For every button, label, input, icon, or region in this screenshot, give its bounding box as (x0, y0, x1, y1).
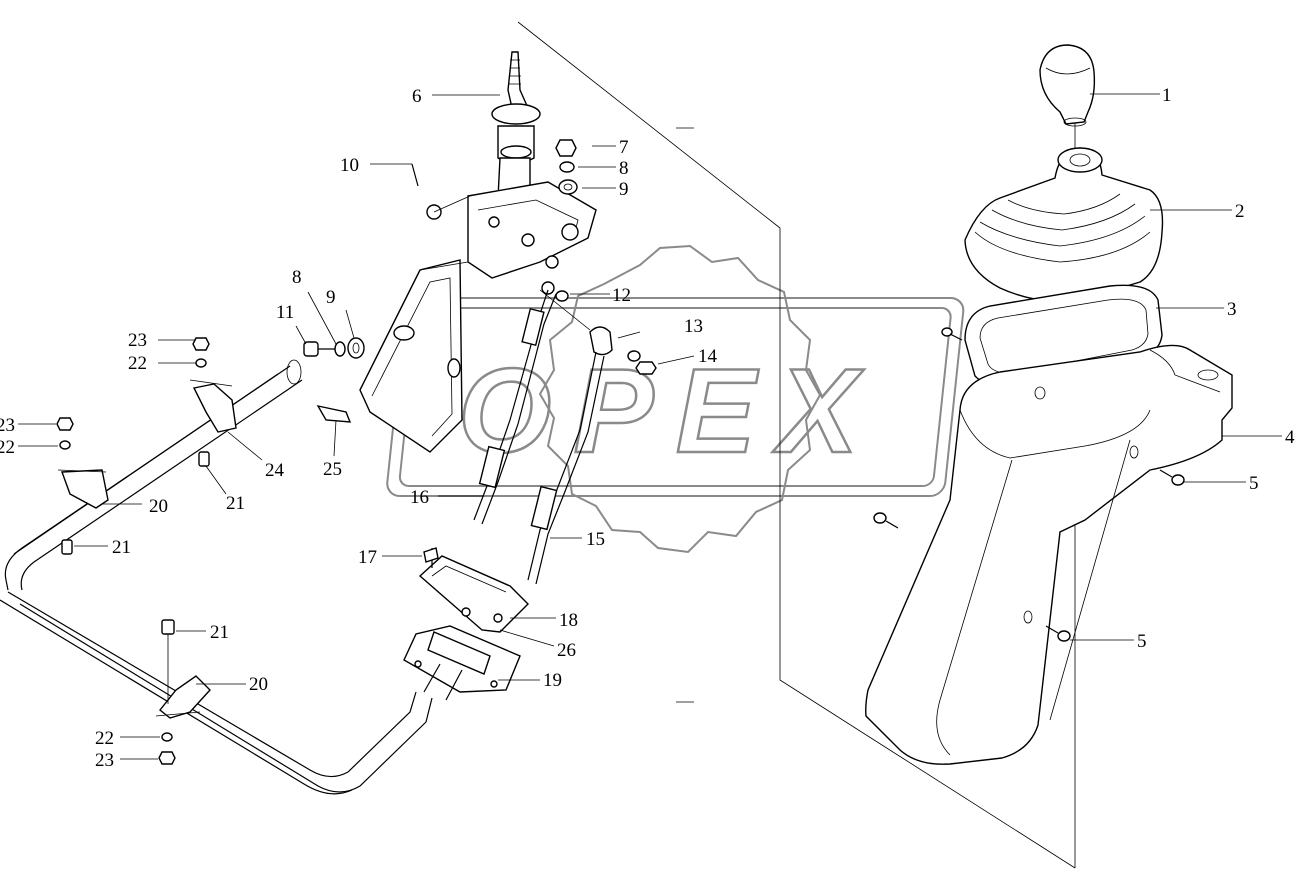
callout-6: 6 (412, 86, 422, 107)
callout-23-left: 23 (0, 415, 15, 436)
callout-16: 16 (410, 487, 429, 508)
callout-9-right: 9 (619, 179, 629, 200)
shift-boot (964, 147, 1164, 303)
callout-21-b: 21 (112, 537, 131, 558)
callout-26: 26 (557, 640, 576, 661)
shift-cables (473, 289, 613, 585)
callout-14: 14 (698, 346, 718, 367)
callout-7: 7 (619, 137, 629, 158)
callout-9-left: 9 (326, 287, 336, 308)
clamp-fasteners (56, 337, 210, 765)
callout-15: 15 (586, 529, 605, 550)
callout-22-left: 22 (0, 437, 15, 458)
left-fasteners (303, 337, 365, 359)
callout-5-lower: 5 (1137, 631, 1147, 652)
guide-tubes (0, 359, 463, 795)
callout-13: 13 (684, 316, 703, 337)
callout-18: 18 (559, 610, 578, 631)
callout-25: 25 (323, 459, 342, 480)
callout-10: 10 (340, 155, 359, 176)
callout-5-upper: 5 (1249, 473, 1259, 494)
callout-22-bottom: 22 (95, 728, 114, 749)
right-fasteners (541, 139, 657, 375)
lever-bracket (411, 163, 597, 279)
mounting-plates (403, 547, 529, 693)
callout-21-a: 21 (226, 493, 245, 514)
watermark-text: OPEX (458, 344, 865, 478)
callout-22-top: 22 (128, 353, 147, 374)
callout-23-bottom: 23 (95, 750, 114, 771)
callout-12: 12 (612, 285, 631, 306)
callout-1: 1 (1162, 85, 1172, 106)
callout-labels: 1 2 3 4 5 5 6 7 8 9 10 12 13 14 8 9 11 2… (0, 85, 1295, 771)
gear-lever (491, 51, 541, 199)
console-screws (873, 327, 1185, 642)
callout-2: 2 (1235, 201, 1245, 222)
callout-24: 24 (265, 460, 285, 481)
callout-20-upper: 20 (149, 496, 168, 517)
callout-3: 3 (1227, 299, 1237, 320)
shift-console (865, 344, 1233, 765)
opex-watermark-logo: OPEX (386, 244, 965, 554)
callout-20-lower: 20 (249, 674, 268, 695)
callout-8-right: 8 (619, 158, 629, 179)
callout-11: 11 (276, 302, 294, 323)
shift-knob (1039, 44, 1096, 127)
callout-21-c: 21 (210, 622, 229, 643)
callout-23-top: 23 (128, 330, 147, 351)
callout-8-left: 8 (292, 267, 302, 288)
tube-clamps (57, 379, 237, 719)
callout-4: 4 (1285, 427, 1295, 448)
callout-17: 17 (358, 547, 377, 568)
base-bracket (316, 259, 469, 453)
callout-19: 19 (543, 670, 562, 691)
leader-lines (18, 93, 1282, 760)
